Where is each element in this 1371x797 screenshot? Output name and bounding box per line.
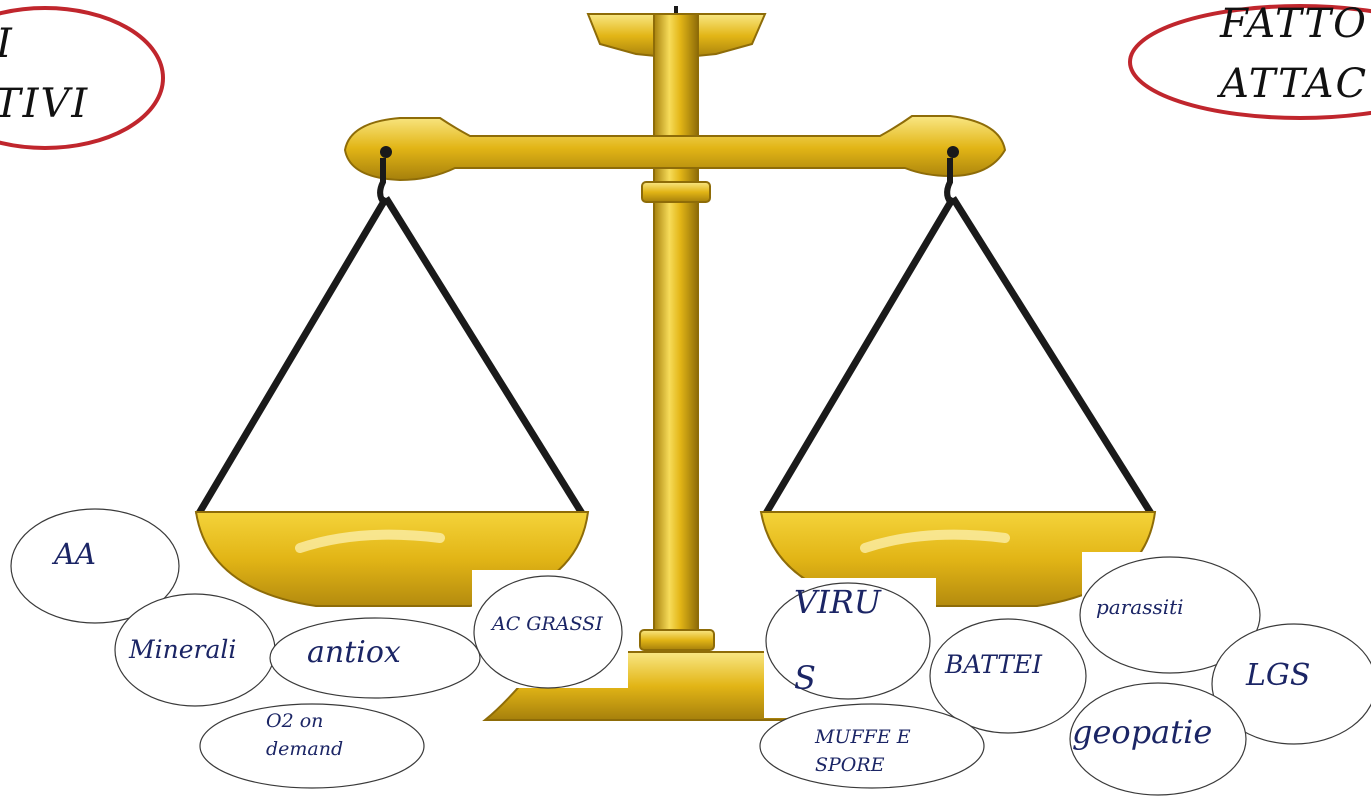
muffe-label-line1: MUFFE E: [815, 726, 911, 748]
virus-label-line1: VIRU: [794, 583, 881, 621]
header-left-line1: I: [0, 24, 14, 64]
header-left-ellipse: [0, 6, 165, 150]
virus-label-line2: S: [794, 659, 816, 697]
geopatie-ellipse: [1069, 682, 1247, 796]
scale-post: [653, 13, 699, 655]
header-right-line2: ATTAC: [1220, 61, 1369, 107]
right-pan-string: [950, 196, 1155, 517]
right-pan-string: [761, 196, 957, 517]
header-right-line1: FATTO: [1220, 1, 1368, 47]
aa-label: AA: [54, 537, 96, 571]
antiox-ellipse: [269, 617, 481, 699]
header-right-ellipse: [1128, 4, 1371, 120]
o2-label-line2: demand: [266, 738, 344, 760]
minerali-label: Minerali: [129, 635, 237, 664]
ac-grassi-ellipse: [473, 575, 623, 689]
parassiti-ellipse: [1079, 556, 1261, 674]
muffe-ellipse: [759, 703, 985, 789]
lgs-ellipse: [1211, 623, 1371, 745]
muffe-label-line2: SPORE: [815, 754, 885, 776]
batteri-label: BATTEI: [945, 650, 1042, 679]
geopatie-label: geopatie: [1072, 713, 1213, 751]
antiox-label: antiox: [307, 635, 401, 670]
ac-grassi-label: AC GRASSI: [492, 613, 603, 635]
left-pan-string: [383, 196, 586, 517]
left-pan-string: [194, 196, 390, 517]
parassiti-label: parassiti: [1096, 595, 1184, 619]
o2-ellipse: [199, 703, 425, 789]
aa-ellipse: [10, 508, 180, 624]
virus-ellipse: [765, 582, 931, 700]
scale-beam: [343, 115, 1007, 182]
batteri-ellipse: [929, 618, 1087, 734]
lgs-label: LGS: [1246, 658, 1311, 693]
o2-label-line1: O2 on: [266, 710, 324, 732]
header-left-line2: TIVI: [0, 81, 90, 127]
